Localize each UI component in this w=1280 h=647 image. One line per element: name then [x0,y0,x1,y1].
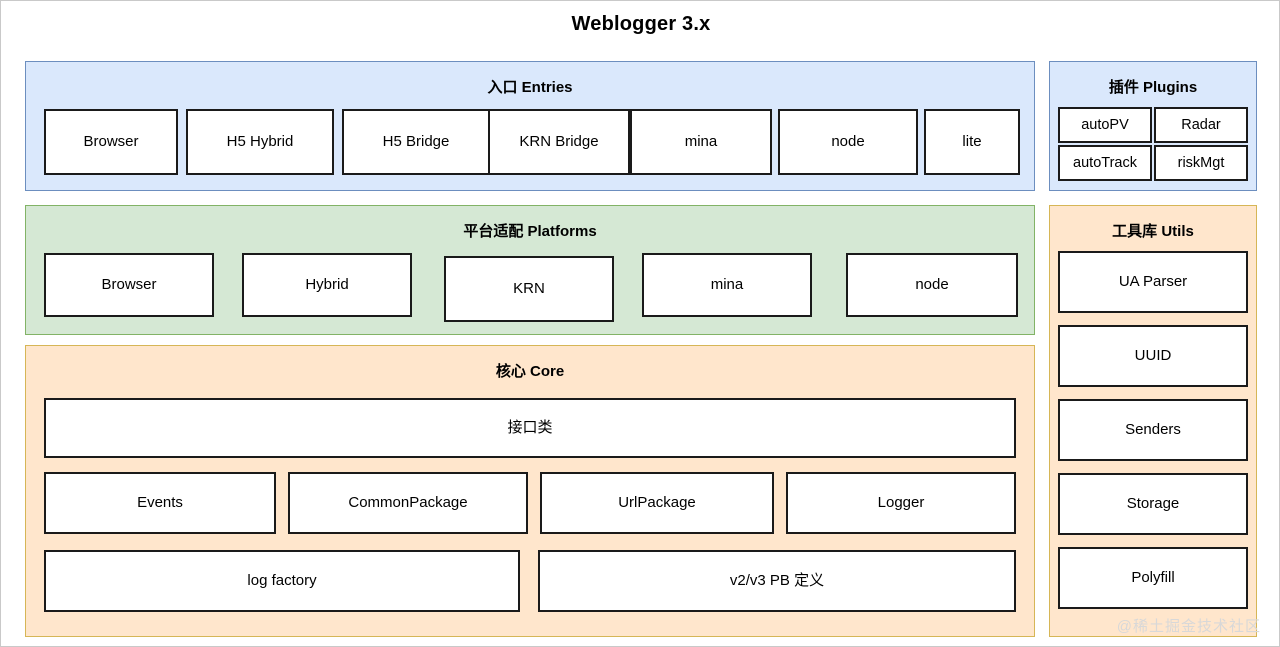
page-title: Weblogger 3.x [571,13,711,35]
watermark: @稀土掘金技术社区 [1116,618,1261,635]
plugins-node-riskmgt[interactable]: riskMgt [1154,145,1248,181]
platforms-node-browser[interactable]: Browser [44,253,214,317]
entries-node-lite[interactable]: lite [924,109,1020,175]
core-node-events[interactable]: Events [44,472,276,534]
core-node-logger[interactable]: Logger [786,472,1016,534]
plugins-panel: 插件 Plugins autoPV Radar autoTrack riskMg… [1049,61,1257,191]
entries-node-node[interactable]: node [778,109,918,175]
utils-node-ua-parser[interactable]: UA Parser [1058,251,1248,313]
core-panel: 核心 Core 接口类 Events CommonPackage UrlPack… [25,345,1035,637]
platforms-node-node[interactable]: node [846,253,1018,317]
utils-node-uuid[interactable]: UUID [1058,325,1248,387]
entries-node-h5-bridge[interactable]: H5 Bridge [342,109,490,175]
entries-node-mina[interactable]: mina [630,109,772,175]
plugins-node-autopv[interactable]: autoPV [1058,107,1152,143]
utils-node-storage[interactable]: Storage [1058,473,1248,535]
platforms-node-mina[interactable]: mina [642,253,812,317]
plugins-panel-title: 插件 Plugins [1108,79,1198,96]
core-node-log-factory[interactable]: log factory [44,550,520,612]
core-node-commonpackage[interactable]: CommonPackage [288,472,528,534]
utils-panel: 工具库 Utils UA Parser UUID Senders Storage… [1049,205,1257,637]
entries-node-krn-bridge[interactable]: KRN Bridge [488,109,630,175]
plugins-node-radar[interactable]: Radar [1154,107,1248,143]
platforms-node-krn[interactable]: KRN [444,256,614,322]
plugins-node-autotrack[interactable]: autoTrack [1058,145,1152,181]
utils-panel-title: 工具库 Utils [1112,223,1194,240]
entries-node-h5-hybrid[interactable]: H5 Hybrid [186,109,334,175]
platforms-panel-title: 平台适配 Platforms [463,223,597,240]
platforms-panel: 平台适配 Platforms Browser Hybrid KRN mina n… [25,205,1035,335]
utils-node-senders[interactable]: Senders [1058,399,1248,461]
platforms-node-hybrid[interactable]: Hybrid [242,253,412,317]
core-node-urlpackage[interactable]: UrlPackage [540,472,774,534]
entries-panel-title: 入口 Entries [487,79,573,96]
utils-node-polyfill[interactable]: Polyfill [1058,547,1248,609]
core-node-interface[interactable]: 接口类 [44,398,1016,458]
entries-node-browser[interactable]: Browser [44,109,178,175]
entries-panel: 入口 Entries Browser H5 Hybrid H5 Bridge K… [25,61,1035,191]
core-panel-title: 核心 Core [495,363,565,380]
core-node-pb-definition[interactable]: v2/v3 PB 定义 [538,550,1016,612]
